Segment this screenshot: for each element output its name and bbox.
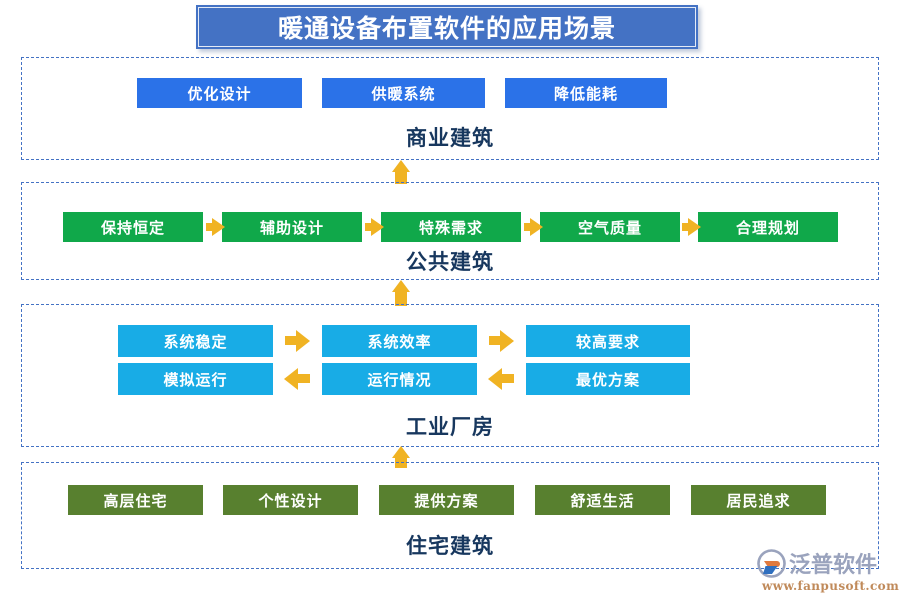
page-title: 暖通设备布置软件的应用场景 [277,14,616,43]
arrow-right-icon-public-2 [371,218,384,236]
arrow-up-stem [395,291,407,306]
arrow-right-stem-industrial-2 [489,336,501,345]
node-residential-1[interactable]: 高层住宅 [68,485,203,515]
node-industrial-3[interactable]: 较高要求 [526,325,690,357]
page-title-bar: 暖通设备布置软件的应用场景 [196,5,698,49]
logo-row: 泛普软件 [757,548,897,578]
node-industrial-6[interactable]: 最优方案 [526,363,690,395]
arrow-right-stem-industrial-1 [285,336,297,345]
node-public-2[interactable]: 辅助设计 [222,212,362,242]
connector-arrow-up-1 [392,160,410,184]
node-industrial-4[interactable]: 模拟运行 [118,363,273,395]
arrow-right-icon-public-1 [212,218,225,236]
section-commercial: 优化设计 供暖系统 降低能耗 商业建筑 [21,57,879,160]
section-residential: 高层住宅 个性设计 提供方案 舒适生活 居民追求 住宅建筑 [21,462,879,569]
logo-url: www.fanpusoft.com [762,579,900,593]
arrow-up-head-icon [392,446,410,458]
arrow-right-stem-public-3 [524,223,532,231]
logo-name: 泛普软件 [789,552,878,578]
arrow-left-icon-industrial-4 [488,368,502,390]
page-title-inner: 暖通设备布置软件的应用场景 [198,7,696,47]
node-industrial-2[interactable]: 系统效率 [322,325,477,357]
arrow-right-stem-public-2 [365,223,373,231]
node-commercial-3[interactable]: 降低能耗 [505,78,667,108]
node-public-4[interactable]: 空气质量 [540,212,680,242]
node-industrial-5[interactable]: 运行情况 [322,363,477,395]
section-label-public: 公共建筑 [406,249,494,274]
arrow-left-icon-industrial-3 [284,368,298,390]
arrow-up-head-icon [392,280,410,292]
node-industrial-1[interactable]: 系统稳定 [118,325,273,357]
section-label-residential: 住宅建筑 [406,533,494,558]
node-residential-2[interactable]: 个性设计 [223,485,358,515]
arrow-right-stem-public-4 [682,223,690,231]
arrow-up-head-icon [392,160,410,172]
node-residential-4[interactable]: 舒适生活 [535,485,670,515]
node-public-5[interactable]: 合理规划 [698,212,838,242]
arrow-left-stem-industrial-4 [502,374,514,383]
connector-arrow-up-2 [392,280,410,306]
arrow-right-stem-public-1 [206,223,214,231]
arrow-right-icon-industrial-1 [296,330,310,352]
arrow-left-stem-industrial-3 [298,374,310,383]
arrow-right-icon-public-4 [688,218,701,236]
arrow-right-icon-industrial-2 [500,330,514,352]
fanpu-logo-icon [757,548,786,578]
node-commercial-2[interactable]: 供暖系统 [322,78,485,108]
watermark-logo: 泛普软件 www.fanpusoft.com [757,548,900,596]
section-label-industrial: 工业厂房 [406,414,494,439]
arrow-right-icon-public-3 [530,218,543,236]
node-residential-5[interactable]: 居民追求 [691,485,826,515]
node-residential-3[interactable]: 提供方案 [379,485,514,515]
node-commercial-1[interactable]: 优化设计 [137,78,302,108]
node-public-3[interactable]: 特殊需求 [381,212,521,242]
section-public: 保持恒定 辅助设计 特殊需求 空气质量 合理规划 公共建筑 [21,182,879,280]
node-public-1[interactable]: 保持恒定 [63,212,203,242]
section-label-commercial: 商业建筑 [406,125,494,150]
arrow-up-stem [395,171,407,184]
section-industrial: 系统稳定 系统效率 较高要求 模拟运行 运行情况 最优方案 工业厂房 [21,304,879,447]
